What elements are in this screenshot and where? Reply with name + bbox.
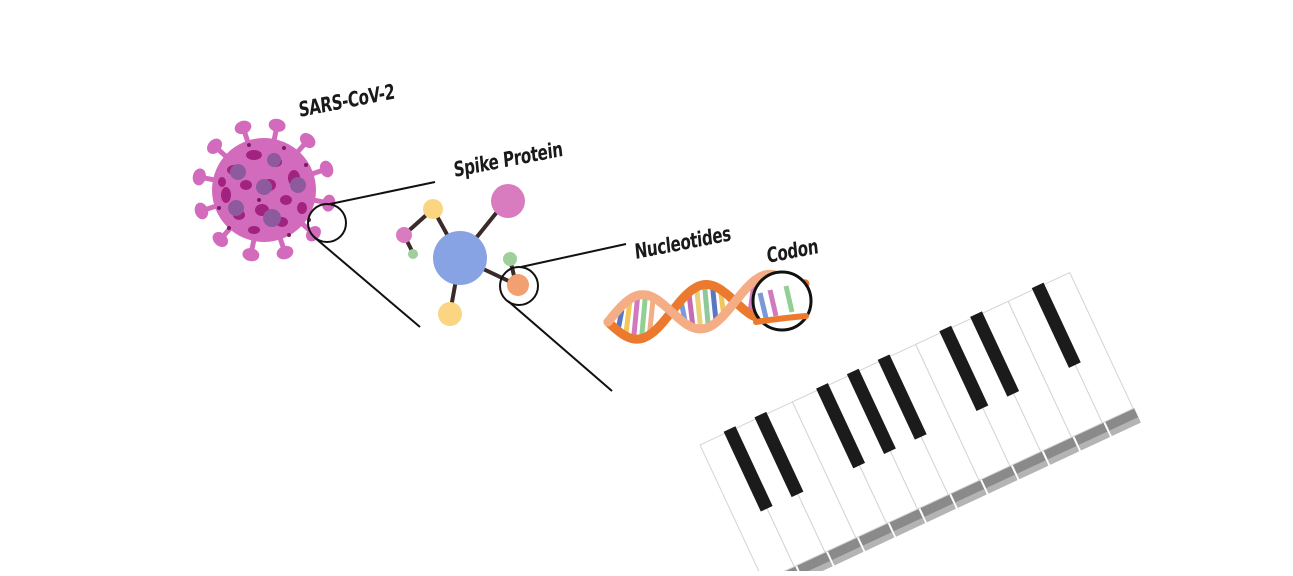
piano-black-key (939, 325, 989, 411)
virus-icon (192, 118, 336, 262)
piano-black-key (877, 354, 927, 440)
piano-black-key (970, 311, 1020, 397)
piano-black-key (816, 383, 866, 469)
piano-black-key (1031, 282, 1081, 368)
nucleotide-rung (694, 286, 704, 329)
nucleotide-rung (639, 294, 648, 339)
piano-black-key (723, 426, 773, 512)
spike-protein-icon (396, 184, 529, 326)
codon-magnifier-icon (751, 270, 813, 332)
nucleotide-rung (631, 296, 641, 340)
nucleotide-rung (702, 284, 711, 329)
nucleotide-rung (686, 292, 696, 326)
nucleotide-rung (623, 302, 633, 337)
spike-zoom-callout (499, 243, 627, 392)
nucleotide-rung (646, 295, 656, 336)
virus-zoom-callout (307, 181, 436, 328)
piano-black-key (846, 368, 896, 455)
piano-keyboard-icon (699, 271, 1141, 576)
piano-black-key (754, 411, 804, 498)
